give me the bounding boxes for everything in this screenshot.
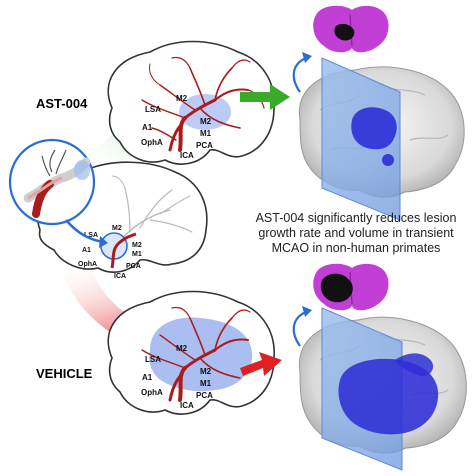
label-m1: M1 bbox=[200, 129, 212, 138]
blue-curved-arrow-top bbox=[292, 56, 307, 93]
brain-diagram-ast004: M2 LSA M2 A1 M1 OphA PCA ICA bbox=[107, 40, 275, 165]
red-arrow bbox=[240, 352, 282, 376]
condition-label-ast004: AST-004 bbox=[36, 96, 88, 111]
zoom-inset bbox=[8, 138, 96, 226]
artery-segment bbox=[110, 232, 137, 269]
label-lsa: LSA bbox=[84, 232, 98, 239]
coronal-slice-vehicle bbox=[313, 263, 389, 311]
lesion-volume-tail bbox=[395, 353, 434, 377]
coronal-slice-ast004 bbox=[313, 5, 389, 53]
label-m2-lower: M2 bbox=[200, 117, 212, 126]
label-opha: OphA bbox=[141, 388, 163, 397]
blue-pointer-head bbox=[99, 236, 108, 248]
brain-diagram-vehicle: M2 LSA M2 A1 M1 OphA PCA ICA bbox=[107, 290, 275, 415]
green-arrow bbox=[240, 84, 290, 110]
condition-label-vehicle: VEHICLE bbox=[36, 366, 93, 381]
lesion-volume-small bbox=[351, 107, 397, 150]
label-pca: PCA bbox=[126, 263, 141, 270]
label-m1: M1 bbox=[200, 379, 212, 388]
artery-tree bbox=[141, 56, 265, 152]
label-pca: PCA bbox=[196, 391, 213, 400]
lesion-volume-dot bbox=[382, 154, 394, 166]
lesion-volume-large bbox=[338, 358, 439, 435]
label-m2-upper: M2 bbox=[112, 225, 122, 232]
blue-curved-arrow-bottom bbox=[292, 310, 307, 347]
summary-caption: AST-004 significantly reduces lesion gro… bbox=[255, 211, 457, 255]
3d-brain-render-vehicle bbox=[298, 307, 467, 471]
label-a1: A1 bbox=[142, 123, 153, 132]
label-lsa: LSA bbox=[145, 105, 161, 114]
label-pca: PCA bbox=[196, 141, 213, 150]
label-ica: ICA bbox=[114, 273, 126, 280]
blue-arrowhead-top bbox=[302, 52, 312, 63]
artery-tree bbox=[141, 306, 251, 402]
label-m2-lower: M2 bbox=[200, 367, 212, 376]
3d-brain-render-ast004 bbox=[298, 57, 465, 221]
label-opha: OphA bbox=[78, 261, 97, 268]
label-ica: ICA bbox=[180, 401, 194, 410]
label-a1: A1 bbox=[142, 373, 153, 382]
label-ica: ICA bbox=[180, 151, 194, 160]
label-m2-upper: M2 bbox=[176, 344, 188, 353]
label-opha: OphA bbox=[141, 138, 163, 147]
label-m2-upper: M2 bbox=[176, 94, 188, 103]
large-lesion bbox=[149, 317, 253, 392]
label-m1: M1 bbox=[132, 251, 142, 258]
blue-arrowhead-bottom bbox=[302, 306, 312, 317]
label-m2-lower: M2 bbox=[132, 242, 142, 249]
label-lsa: LSA bbox=[145, 355, 161, 364]
label-a1: A1 bbox=[82, 247, 91, 254]
